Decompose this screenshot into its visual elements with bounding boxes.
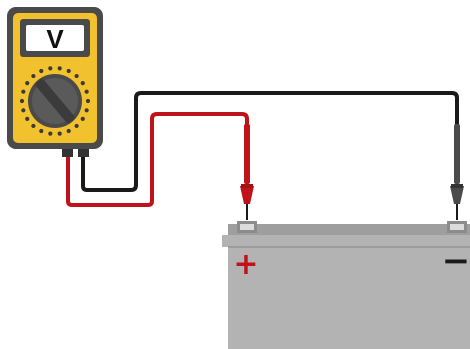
dial-scale-dot [31, 123, 36, 129]
dial-scale-dot [66, 68, 71, 74]
positive-test-probe-icon [240, 124, 254, 220]
dial-scale-dot [48, 131, 53, 136]
dial-scale-dot [19, 98, 25, 104]
negative-terminal-icon [447, 221, 467, 233]
negative-symbol: − [442, 241, 470, 281]
negative-lead-wire [81, 91, 459, 192]
dial-scale-dot [39, 128, 44, 134]
positive-symbol: + [233, 247, 258, 282]
dial-scale-dot [66, 128, 71, 134]
positive-lead-wire [66, 112, 249, 207]
dial-scale-dot [39, 68, 44, 74]
v-jack [62, 145, 73, 157]
dial-scale-dot [84, 89, 89, 94]
display-reading: V [46, 24, 64, 54]
dial-scale [19, 66, 91, 136]
dial-scale-dot [74, 73, 79, 79]
dial-scale-dot [25, 116, 30, 121]
display-screen [26, 25, 84, 51]
dial-scale-dot [84, 108, 89, 113]
dial-scale-dot [80, 116, 85, 121]
dial-scale-dot [48, 66, 53, 71]
rotary-dial-icon [28, 74, 82, 128]
battery-lid [228, 224, 470, 236]
negative-test-probe-icon [450, 124, 464, 220]
test-leads [66, 91, 459, 207]
positive-terminal-icon [237, 221, 257, 233]
battery-lid-ledge [222, 235, 470, 247]
dial-scale-dot [80, 81, 85, 86]
battery-icon: + − [222, 221, 470, 349]
battery-case [228, 247, 470, 349]
multimeter-icon: V [7, 7, 103, 157]
dial-scale-dot [85, 98, 91, 104]
dial-scale-dot [57, 66, 62, 71]
dial-scale-dot [21, 89, 26, 94]
dial-scale-dot [31, 73, 36, 79]
com-jack [78, 145, 89, 157]
dial-scale-dot [25, 81, 30, 86]
dial-scale-dot [57, 131, 62, 136]
dial-scale-dot [21, 108, 26, 113]
dial-scale-dot [74, 123, 79, 129]
